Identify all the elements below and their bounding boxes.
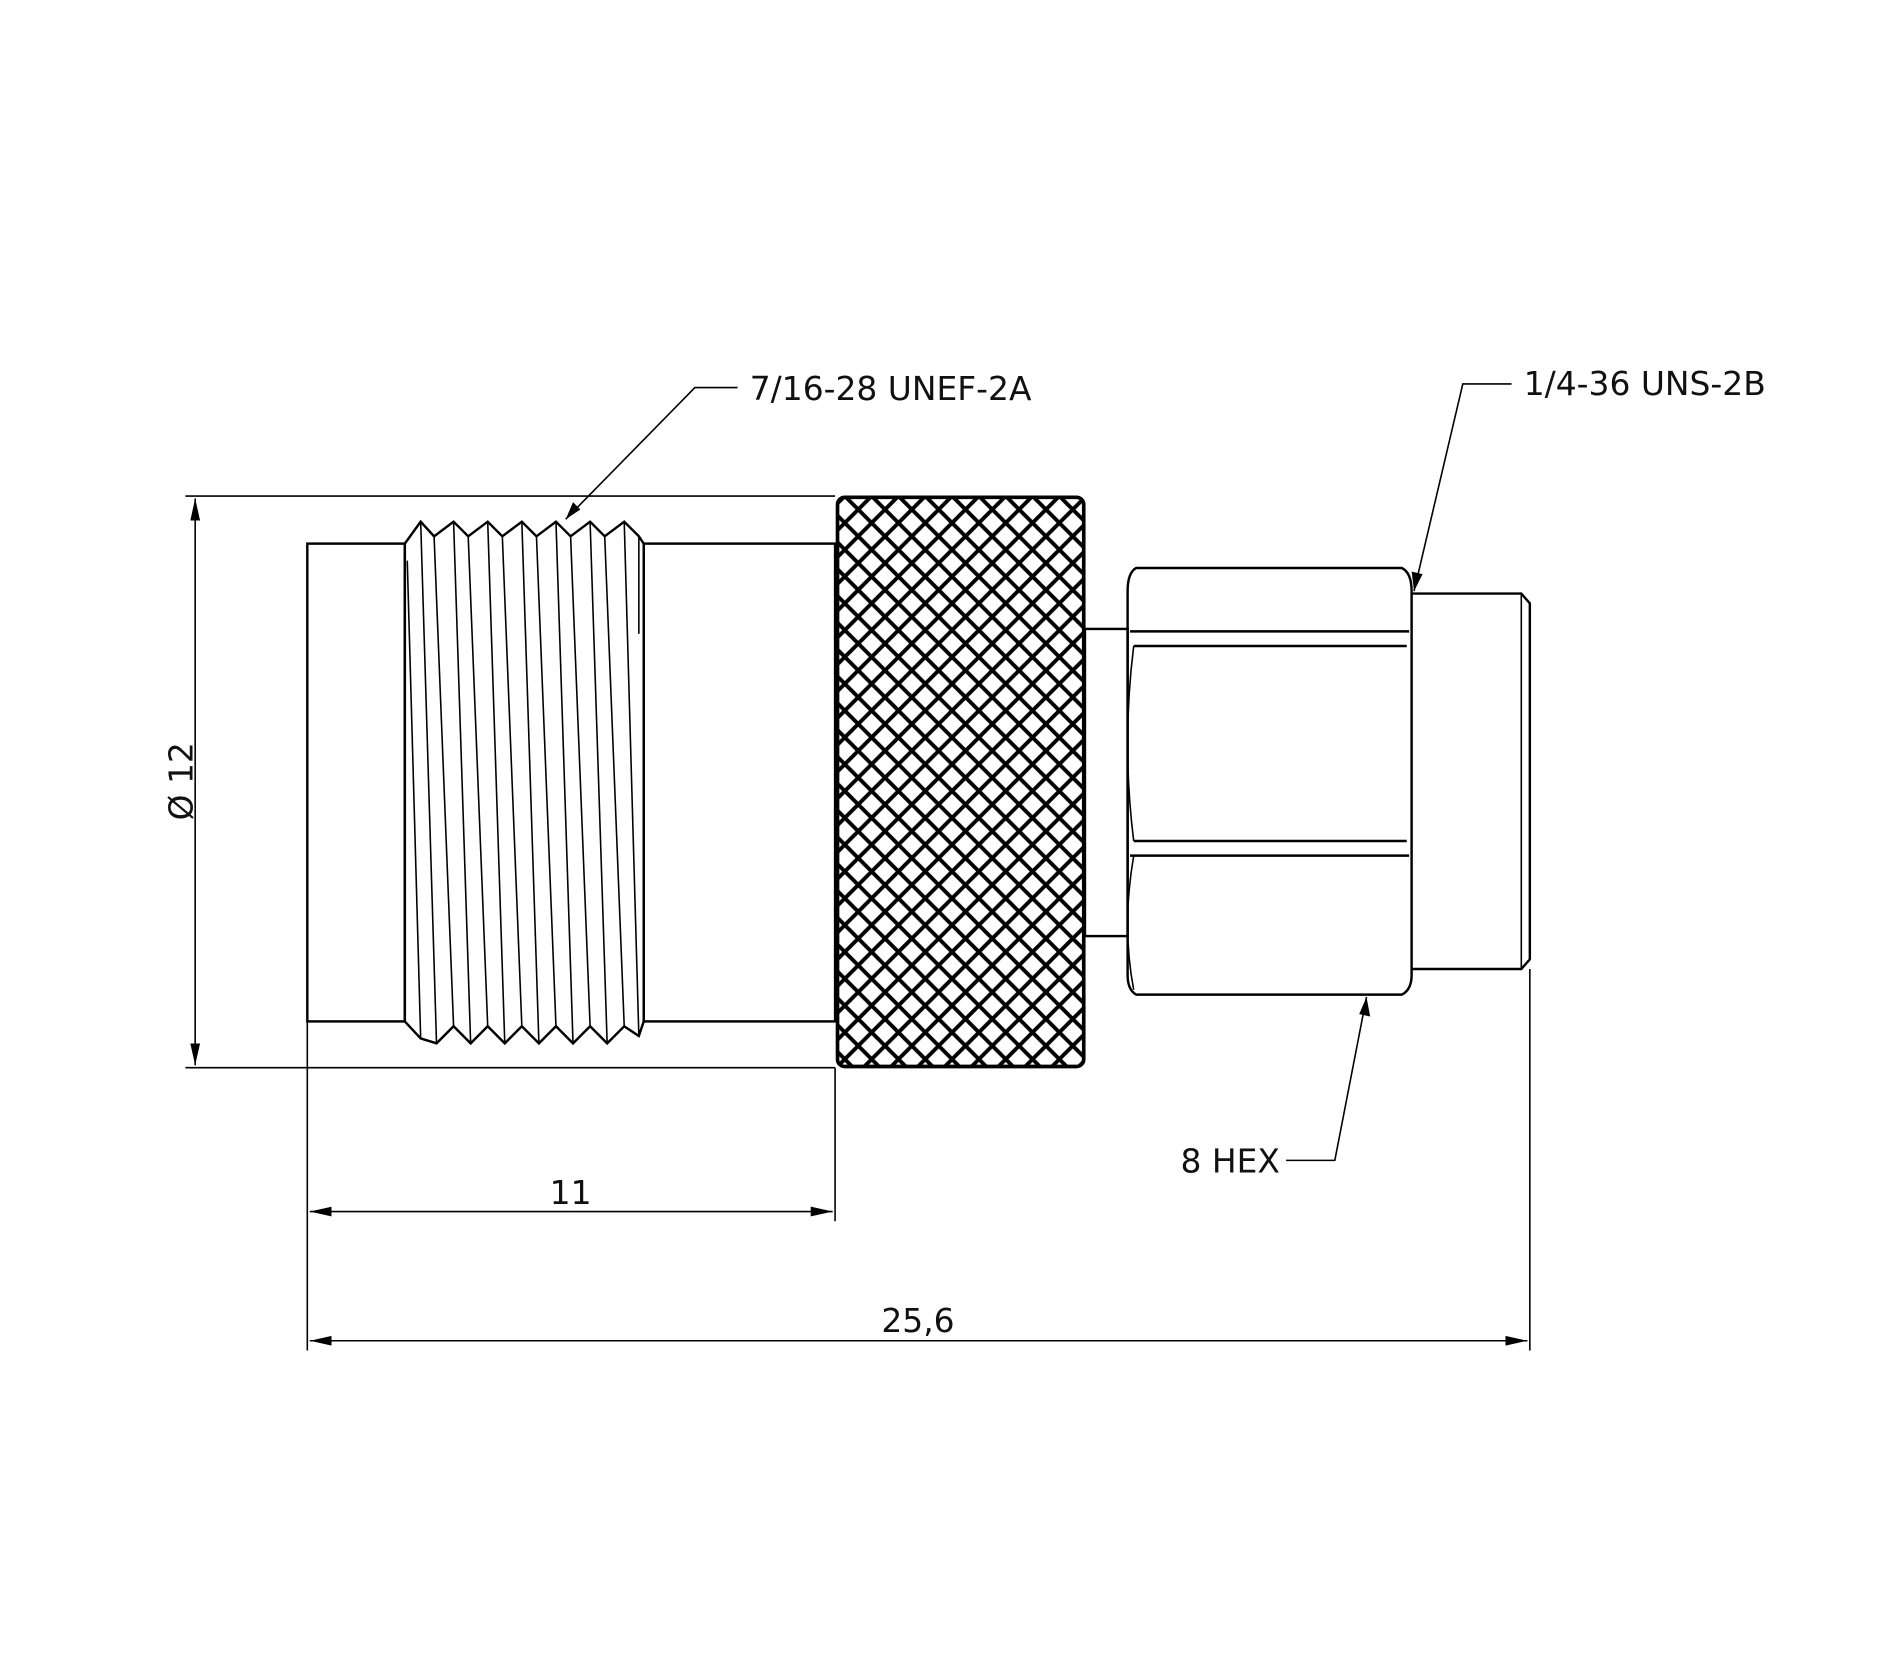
extension-lines [185, 495, 1531, 1351]
female-end [1411, 592, 1532, 971]
neck [1083, 627, 1129, 938]
male-thread [403, 519, 645, 1046]
callout-female-thread: 1/4-36 UNS-2B [1411, 364, 1766, 592]
callout-hex-label: 8 HEX [1181, 1142, 1280, 1181]
callout-hex: 8 HEX [1181, 996, 1371, 1181]
knurled-nut [835, 495, 1086, 1069]
callout-female-thread-label: 1/4-36 UNS-2B [1524, 364, 1766, 403]
callout-male-thread: 7/16-28 UNEF-2A [565, 369, 1032, 520]
dimension-body-length: 11 [309, 1173, 833, 1217]
hex-nut [1126, 566, 1413, 996]
left-body [306, 542, 837, 1023]
callout-male-thread-label: 7/16-28 UNEF-2A [750, 369, 1032, 408]
body-length-label: 11 [550, 1173, 592, 1212]
diameter-dimension: Ø 12 [162, 498, 201, 1066]
dimension-total-length: 25,6 [309, 1301, 1528, 1346]
diameter-label: Ø 12 [162, 742, 201, 820]
total-length-label: 25,6 [881, 1301, 954, 1340]
